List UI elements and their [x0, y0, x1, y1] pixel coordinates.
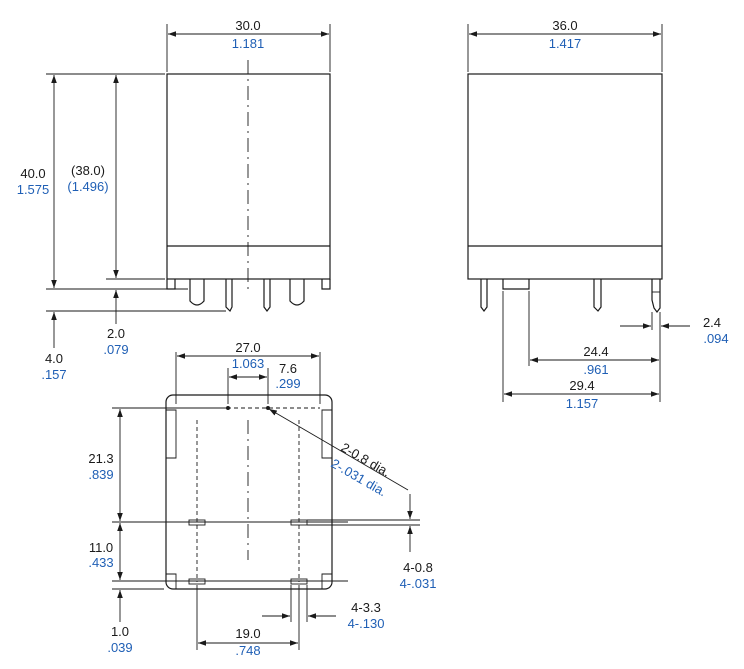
bottom-pin-slot-in: 4-.130	[348, 616, 385, 631]
bottom-view: 27.0 1.063 7.6 .299 2-0.8 dia. 2-.031 di…	[88, 340, 436, 658]
pin-slot	[290, 519, 308, 526]
front-body	[166, 73, 331, 280]
front-base-foot	[321, 279, 331, 290]
front-pin	[263, 279, 271, 312]
bottom-middle-spacing-mm: 11.0	[89, 540, 113, 555]
bottom-corner-notch	[321, 409, 332, 459]
front-width-mm: 30.0	[235, 18, 260, 33]
side-pin	[651, 279, 661, 313]
side-body	[467, 73, 663, 280]
front-base-gap-in: .079	[103, 342, 128, 357]
bottom-body	[165, 394, 333, 590]
side-pin-offset-mm: 2.4	[703, 315, 721, 330]
front-base-foot	[166, 279, 176, 290]
bottom-pin-width-in: 4-.031	[400, 576, 437, 591]
dimension-leader	[268, 408, 409, 491]
pin-slot	[188, 578, 206, 585]
side-pin	[480, 279, 488, 312]
side-pin-span-inner-in: .961	[583, 362, 608, 377]
bottom-corner-notch	[321, 573, 332, 589]
front-width-in: 1.181	[232, 36, 265, 51]
bottom-corner-notch	[166, 573, 177, 589]
side-pin-offset-in: .094	[703, 331, 728, 346]
front-body-height-in: (1.496)	[67, 179, 108, 194]
bottom-upper-spacing-mm: 21.3	[88, 451, 113, 466]
front-base-gap-mm: 2.0	[107, 326, 125, 341]
front-height-in: 1.575	[17, 182, 50, 197]
bottom-corner-notch	[166, 409, 177, 459]
side-pin-span-inner-mm: 24.4	[583, 344, 608, 359]
bottom-pin-pitch-in: .748	[235, 643, 260, 658]
side-pin-span-outer-in: 1.157	[566, 396, 599, 411]
pin-slot	[188, 519, 206, 526]
side-pin	[593, 279, 602, 312]
front-view: 30.0 1.181 40.0 1.575 (38.0) (1.496) 2.0…	[17, 18, 331, 382]
bottom-pin-slot-mm: 4-3.3	[351, 600, 381, 615]
bottom-pin-pitch-mm: 19.0	[235, 626, 260, 641]
front-pin	[225, 279, 233, 313]
bottom-edge-spacing-mm: 1.0	[111, 624, 129, 639]
bottom-hole-offset-mm: 7.6	[279, 361, 297, 376]
bottom-pin-width-mm: 4-0.8	[403, 560, 433, 575]
side-base	[502, 279, 530, 290]
bottom-edge-spacing-in: .039	[107, 640, 132, 655]
front-pin	[189, 279, 205, 306]
side-pin-span-outer-mm: 29.4	[569, 378, 594, 393]
bottom-hole-span-in: 1.063	[232, 356, 265, 371]
front-pin-length-in: .157	[41, 367, 66, 382]
front-height-mm: 40.0	[20, 166, 45, 181]
front-pin	[289, 279, 305, 306]
bottom-middle-spacing-in: .433	[88, 555, 113, 570]
side-width-in: 1.417	[549, 36, 582, 51]
pin-slot	[290, 578, 308, 585]
front-body-height-mm: (38.0)	[71, 163, 105, 178]
bottom-hole-offset-in: .299	[275, 376, 300, 391]
side-width-mm: 36.0	[552, 18, 577, 33]
side-view: 36.0 1.417 2.4 .094 24.4 .961 29.4 1.157	[467, 18, 729, 411]
bottom-upper-spacing-in: .839	[88, 467, 113, 482]
front-pin-length-mm: 4.0	[45, 351, 63, 366]
bottom-hole-span-mm: 27.0	[235, 340, 260, 355]
mounting-hole	[226, 406, 230, 410]
